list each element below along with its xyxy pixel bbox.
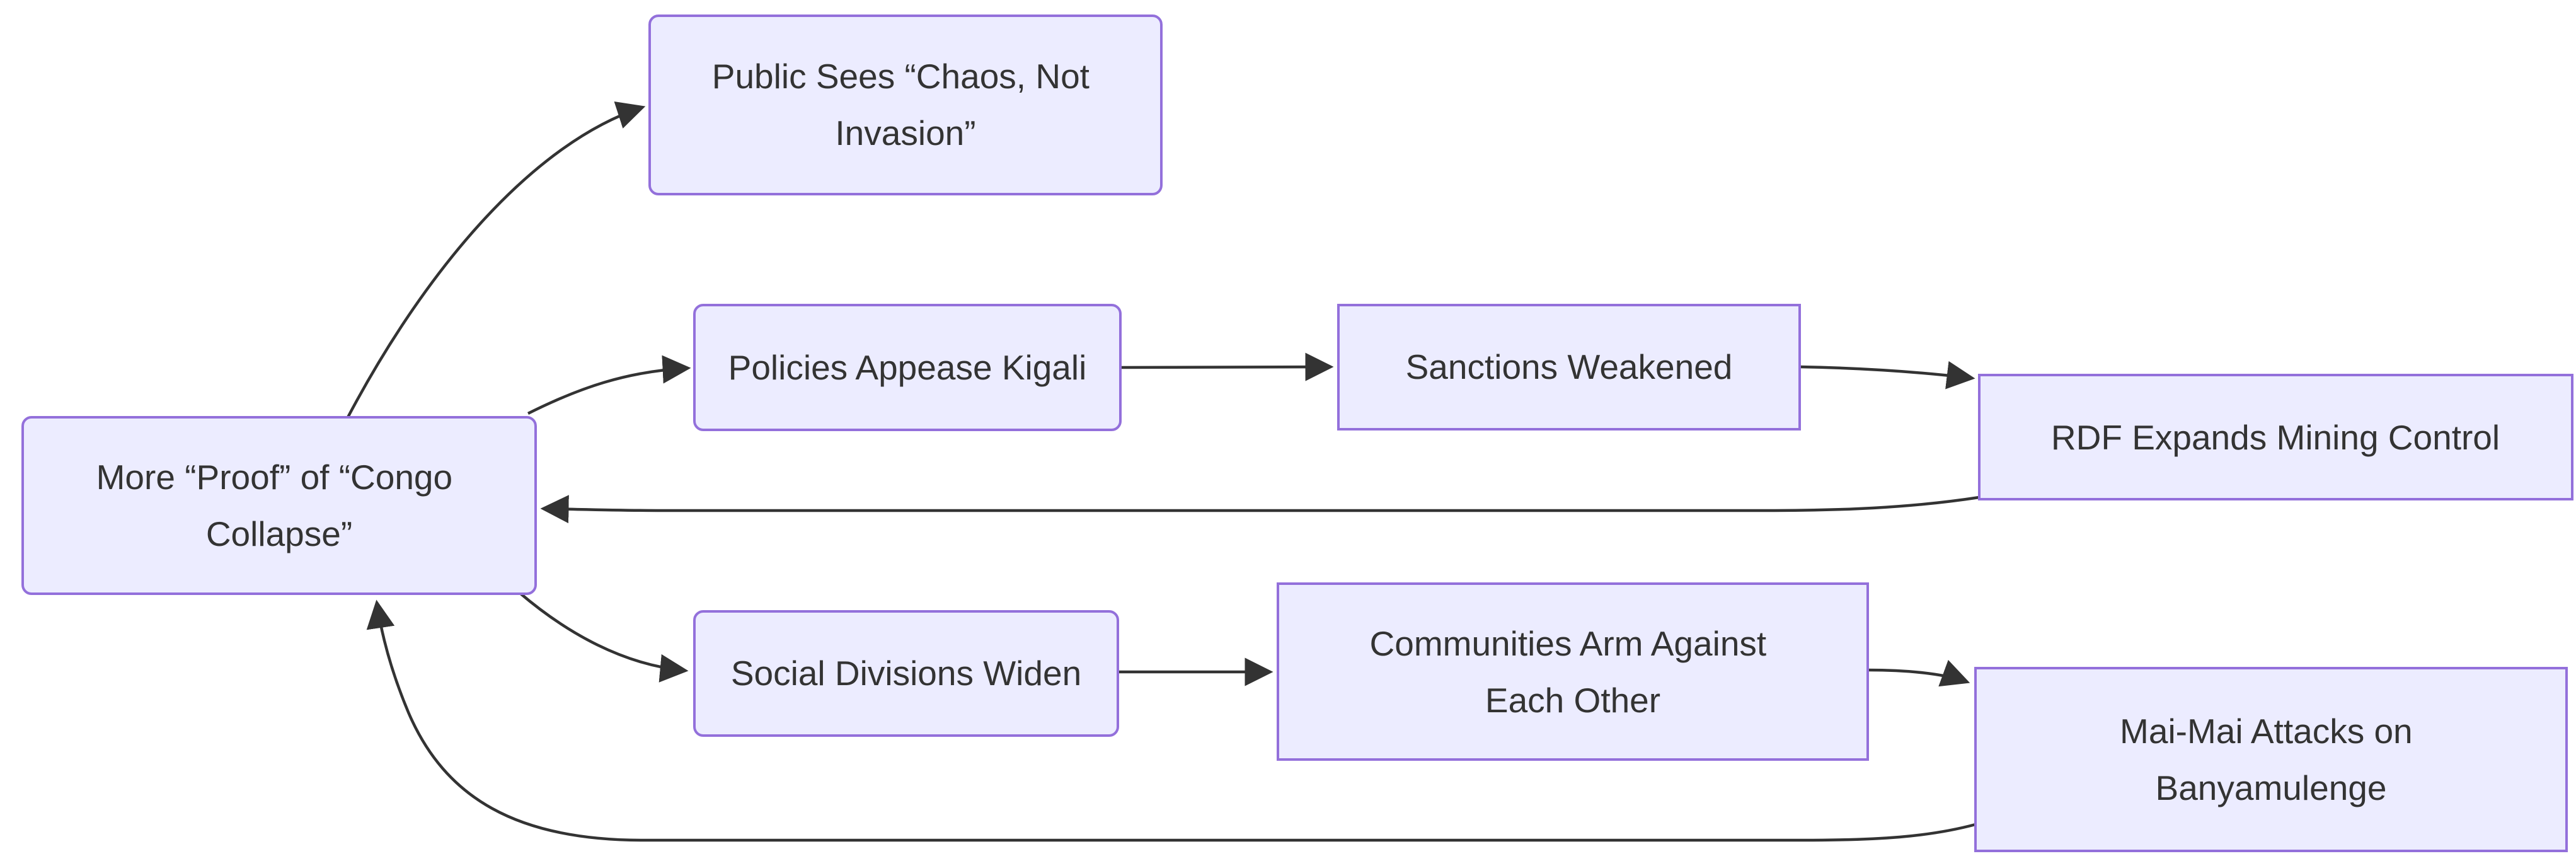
edge-proof-to-public xyxy=(347,101,646,419)
node-policies-appease-kigali: Policies Appease Kigali xyxy=(693,304,1122,431)
node-label: Social Divisions Widen xyxy=(731,654,1081,693)
node-label: More “Proof” of “Congo Collapse” xyxy=(96,458,463,553)
edge-sanctions-to-rdf xyxy=(1799,361,1975,390)
node-label: Mai-Mai Attacks on Banyamulenge xyxy=(2120,712,2422,807)
node-communities-arm: Communities Arm Against Each Other xyxy=(1277,582,1869,761)
edges xyxy=(347,101,1980,842)
node-label: Public Sees “Chaos, Not Invasion” xyxy=(712,57,1099,153)
node-more-proof-congo-collapse: More “Proof” of “Congo Collapse” xyxy=(21,416,537,595)
node-social-divisions-widen: Social Divisions Widen xyxy=(693,610,1119,737)
edge-proof-to-policies xyxy=(527,355,691,415)
edge-maimai-to-proof xyxy=(366,599,1976,842)
node-label: Policies Appease Kigali xyxy=(728,348,1087,387)
node-label: Communities Arm Against Each Other xyxy=(1370,624,1776,720)
node-sanctions-weakened: Sanctions Weakened xyxy=(1337,304,1801,430)
node-maimai-attacks: Mai-Mai Attacks on Banyamulenge xyxy=(1974,667,2568,852)
edge-proof-to-social xyxy=(518,591,689,683)
node-label: RDF Expands Mining Control xyxy=(2051,418,2500,457)
edge-rdf-to-proof xyxy=(540,495,1980,524)
node-label: Sanctions Weakened xyxy=(1406,347,1733,386)
edge-communities-to-maimai xyxy=(1867,659,1970,687)
node-rdf-expands-mining-control: RDF Expands Mining Control xyxy=(1978,374,2573,500)
nodes: More “Proof” of “Congo Collapse” Public … xyxy=(21,14,2573,852)
node-public-sees-chaos: Public Sees “Chaos, Not Invasion” xyxy=(648,14,1163,195)
